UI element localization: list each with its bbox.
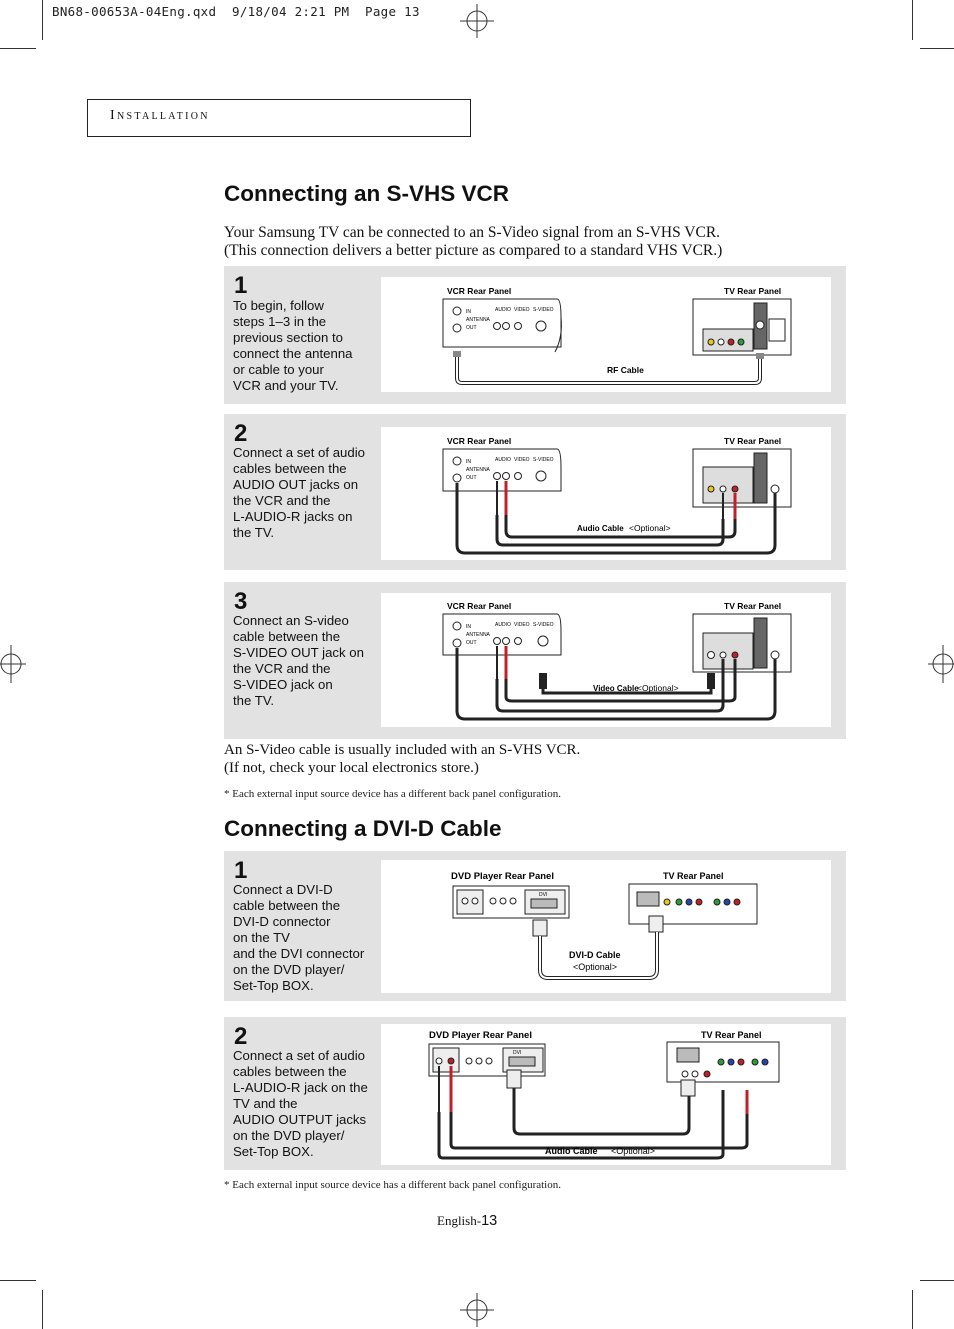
- svhs-intro: Your Samsung TV can be connected to an S…: [224, 224, 844, 260]
- step-number: 2: [234, 1023, 248, 1050]
- rf-connection-diagram: VCR Rear Panel TV Rear Panel IN ANTENNA …: [442, 286, 792, 385]
- vcr-panel-label: VCR Rear Panel: [447, 286, 511, 296]
- svg-text:ANTENNA: ANTENNA: [466, 467, 491, 473]
- audio-cable-label: Audio Cable: [577, 524, 624, 533]
- dvd-dvi-port: [530, 898, 558, 909]
- page-number: 13: [481, 1213, 498, 1229]
- svg-text:VIDEO: VIDEO: [514, 307, 530, 313]
- dvi-connection-diagram: DVD Player Rear Panel TV Rear Panel DVI …: [451, 871, 758, 980]
- svg-text:OUT: OUT: [466, 325, 477, 331]
- dvi-audio-connection-diagram: DVD Player Rear Panel TV Rear Panel DVI: [428, 1030, 780, 1160]
- svg-text:DVD Player Rear Panel: DVD Player Rear Panel: [429, 1030, 532, 1041]
- svg-text:<Optional>: <Optional>: [629, 523, 671, 533]
- intro-line-1: Your Samsung TV can be connected to an S…: [224, 224, 721, 241]
- svg-text:S-VIDEO: S-VIDEO: [533, 307, 554, 313]
- page-footer: English-13: [437, 1213, 497, 1229]
- audio-connection-diagram: VCR Rear Panel TV Rear Panel IN ANTENNA …: [442, 436, 792, 555]
- step-number: 3: [234, 588, 248, 615]
- svg-text:OUT: OUT: [466, 475, 477, 481]
- tv-antenna-jack: [755, 320, 765, 330]
- svg-text:DVI: DVI: [513, 1050, 521, 1056]
- svg-text:VIDEO: VIDEO: [514, 622, 530, 628]
- section-header-box: [87, 99, 471, 137]
- audio-cable-label: Audio Cable: [545, 1146, 598, 1156]
- dvi-diagram-2: DVD Player Rear Panel TV Rear Panel DVI: [381, 1024, 831, 1165]
- svg-text:IN: IN: [466, 309, 471, 315]
- video-cable-label: Video Cable: [593, 684, 639, 693]
- svg-text:AUDIO: AUDIO: [495, 622, 511, 628]
- antenna-out-jack: [452, 323, 462, 333]
- svg-text:IN: IN: [466, 624, 471, 630]
- step-number: 1: [234, 272, 248, 299]
- step-number: 1: [234, 857, 248, 884]
- intro-line-2: (This connection delivers a better pictu…: [224, 242, 723, 259]
- audio-cable: [495, 515, 725, 547]
- svg-text:DVI: DVI: [539, 892, 547, 898]
- svg-text:S-VIDEO: S-VIDEO: [533, 457, 554, 463]
- antenna-in-jack: [452, 306, 462, 316]
- vcr-rear-panel: [442, 613, 562, 656]
- svg-text:<Optional>: <Optional>: [611, 1146, 655, 1156]
- file-slug: BN68-00653A-04Eng.qxd 9/18/04 2:21 PM Pa…: [52, 4, 420, 19]
- registration-mark-bottom: [460, 1293, 494, 1327]
- svg-text:IN: IN: [466, 459, 471, 465]
- svideo-connection-diagram: VCR Rear Panel TV Rear Panel IN ANTENNA …: [442, 601, 792, 721]
- step-number: 2: [234, 420, 248, 447]
- registration-mark-top: [460, 4, 494, 38]
- dvi-title: Connecting a DVI-D Cable: [224, 816, 502, 841]
- svg-text:S-VIDEO: S-VIDEO: [533, 622, 554, 628]
- svg-text:OUT: OUT: [466, 640, 477, 646]
- svg-text:<Optional>: <Optional>: [573, 962, 617, 972]
- vcr-svideo-jack: [535, 320, 547, 332]
- tv-panel-label: TV Rear Panel: [724, 286, 781, 296]
- svg-text:ANTENNA: ANTENNA: [466, 317, 491, 323]
- svhs-diagram-2: VCR Rear Panel TV Rear Panel IN ANTENNA …: [381, 427, 831, 560]
- svg-text:TV Rear Panel: TV Rear Panel: [724, 436, 781, 446]
- dvi-footnote: * Each external input source device has …: [224, 1179, 561, 1191]
- svideo-note: An S-Video cable is usually included wit…: [224, 742, 581, 776]
- registration-mark-left: [0, 645, 26, 683]
- svg-text:VIDEO: VIDEO: [514, 457, 530, 463]
- vcr-rear-panel: [442, 298, 562, 348]
- svg-text:ANTENNA: ANTENNA: [466, 632, 491, 638]
- svg-text:VCR Rear Panel: VCR Rear Panel: [447, 601, 511, 611]
- tv-svideo-jack: [707, 651, 715, 659]
- dvd-panel-label: DVD Player Rear Panel: [451, 871, 554, 882]
- rf-cable-label: RF Cable: [607, 365, 644, 375]
- svhs-title: Connecting an S-VHS VCR: [224, 181, 510, 206]
- tv-dvi-port: [636, 891, 660, 907]
- svhs-footnote: * Each external input source device has …: [224, 788, 561, 800]
- registration-mark-right: [928, 645, 954, 683]
- svg-text:TV Rear Panel: TV Rear Panel: [701, 1030, 762, 1040]
- svhs-diagram-3: VCR Rear Panel TV Rear Panel IN ANTENNA …: [381, 593, 831, 727]
- audio-cable: [437, 1090, 725, 1160]
- svg-text:TV Rear Panel: TV Rear Panel: [724, 601, 781, 611]
- dvi-cable-label: DVI-D Cable: [569, 950, 621, 960]
- svg-text:<Optional>: <Optional>: [637, 683, 679, 693]
- svg-text:AUDIO: AUDIO: [495, 307, 511, 313]
- svhs-diagram-1: VCR Rear Panel TV Rear Panel IN ANTENNA …: [381, 277, 831, 392]
- vcr-rear-panel: [442, 448, 562, 492]
- svg-text:AUDIO: AUDIO: [495, 457, 511, 463]
- dvi-diagram-1: DVD Player Rear Panel TV Rear Panel DVI …: [381, 860, 831, 993]
- footer-prefix: English-: [437, 1213, 482, 1228]
- svg-text:TV Rear Panel: TV Rear Panel: [663, 871, 724, 881]
- section-label: Installation: [110, 108, 210, 123]
- svideo-cable: [541, 689, 713, 695]
- svg-text:VCR Rear Panel: VCR Rear Panel: [447, 436, 511, 446]
